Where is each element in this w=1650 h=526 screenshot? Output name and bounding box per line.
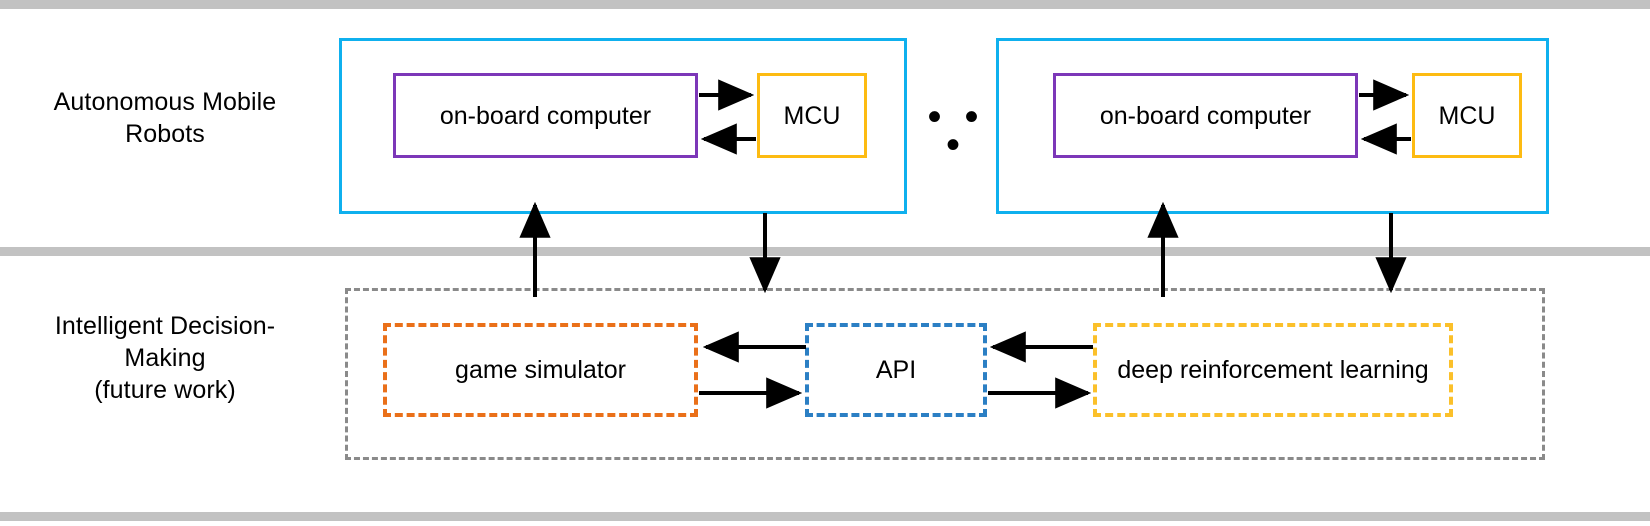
separator-band-middle	[0, 247, 1650, 256]
mcu-label-2: MCU	[1438, 101, 1496, 130]
row-label-idm-line3: (future work)	[94, 376, 236, 404]
separator-band-top	[0, 0, 1650, 9]
on-board-computer-label-2: on-board computer	[1099, 101, 1312, 130]
row-label-idm-line1: Intelligent Decision-	[54, 312, 276, 340]
row-label-autonomous-mobile-robots: Autonomous Mobile Robots	[5, 86, 325, 150]
game-simulator-box: game simulator	[383, 323, 698, 417]
deep-reinforcement-learning-label: deep reinforcement learning	[1117, 356, 1429, 384]
api-label: API	[875, 356, 917, 384]
api-box: API	[805, 323, 987, 417]
separator-band-bottom	[0, 512, 1650, 521]
on-board-computer-box-1: on-board computer	[393, 73, 698, 158]
mcu-box-2: MCU	[1412, 73, 1522, 158]
intelligent-decision-making-container	[345, 288, 1545, 460]
ellipsis-more-robots: • • •	[927, 95, 985, 167]
robot-unit-1-container	[339, 38, 907, 214]
on-board-computer-label-1: on-board computer	[439, 101, 652, 130]
deep-reinforcement-learning-box: deep reinforcement learning	[1093, 323, 1453, 417]
mcu-label-1: MCU	[783, 101, 841, 130]
row-label-idm-line2: Making	[124, 344, 206, 372]
mcu-box-1: MCU	[757, 73, 867, 158]
on-board-computer-box-2: on-board computer	[1053, 73, 1358, 158]
row-label-amr-line2: Robots	[125, 120, 205, 148]
row-label-intelligent-decision-making: Intelligent Decision- Making (future wor…	[5, 310, 325, 406]
robot-unit-2-container	[996, 38, 1549, 214]
game-simulator-label: game simulator	[455, 356, 626, 384]
row-label-amr-line1: Autonomous Mobile	[53, 88, 277, 116]
